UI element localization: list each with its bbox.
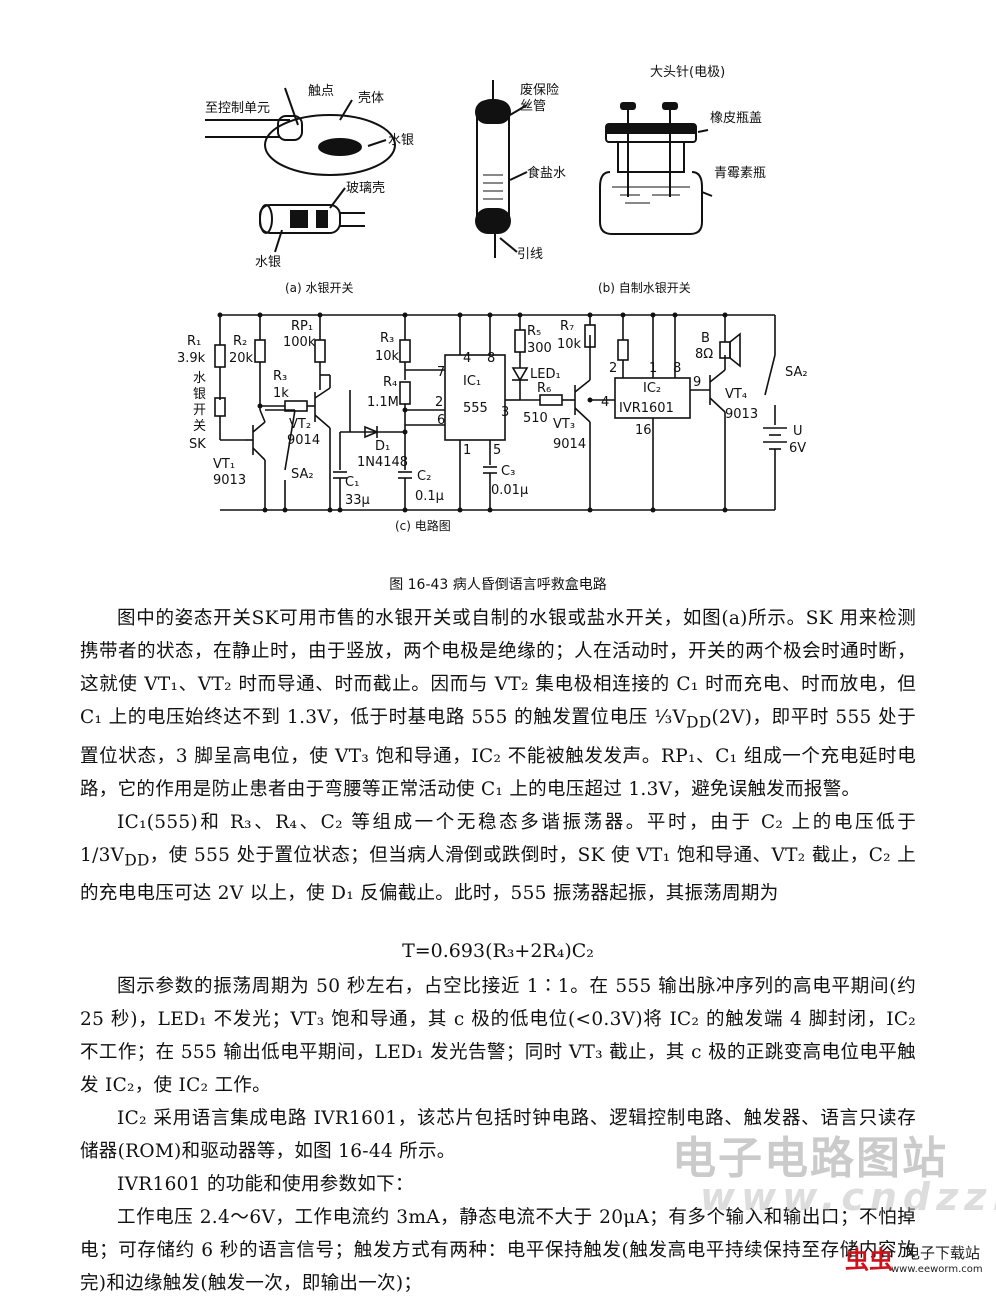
c-p3: 3 [501, 405, 509, 420]
c-B: B [701, 331, 710, 346]
c-q16: 16 [635, 423, 652, 438]
figure-tube-switch: 废保险 丝管 食盐水 引线 [475, 80, 566, 262]
oscillation-formula: T=0.693(R₃+2R₄)C₂ [402, 940, 594, 962]
label-fuse-tube-2: 丝管 [520, 99, 546, 114]
c-VT3v: 9014 [553, 437, 586, 452]
body-text-2: 图示参数的振荡周期为 50 秒左右，占空比接近 1∶1。在 555 输出脉冲序列… [80, 970, 916, 1300]
c-LED1: LED₁ [530, 367, 561, 382]
c-C3: C₃ [501, 464, 515, 479]
label-mercury-2: 水银 [255, 255, 281, 270]
c-SA2a: SA₂ [291, 467, 314, 482]
c-IC2: IC₂ [643, 381, 661, 396]
label-pin: 大头针(电极) [650, 65, 725, 80]
label-bottle: 青霉素瓶 [714, 166, 766, 181]
c-p8: 8 [487, 351, 495, 366]
paragraph-5: IVR1601 的功能和使用参数如下： [117, 1174, 414, 1195]
c-R3a: R₃ [273, 369, 287, 384]
c-VT1: VT₁ [213, 457, 235, 472]
c-RP1v: 100k [283, 335, 316, 350]
c-q2: 2 [609, 361, 617, 376]
figure-a-mercury-switch: 至控制单元 触点 壳体 水银 玻璃壳 水银 (a) 水银开关 [205, 84, 414, 295]
c-RP1: RP₁ [291, 319, 313, 334]
watermark-url: www.cndzz.com [700, 1175, 996, 1219]
label-rubber-cap: 橡皮瓶盖 [710, 111, 762, 126]
c-D1v: 1N4148 [357, 455, 408, 470]
c-R7: R₇ [560, 319, 574, 334]
c-VT4: VT₄ [725, 387, 747, 402]
label-glass-shell: 玻璃壳 [346, 181, 385, 196]
c-p5: 5 [493, 443, 501, 458]
c-C2: C₂ [417, 469, 431, 484]
c-q9: 9 [693, 375, 701, 390]
c-VT2: VT₂ [289, 417, 311, 432]
c-Uv: 6V [789, 441, 806, 456]
c-SA2b: SA₂ [785, 365, 808, 380]
c-C2v: 0.1μ [415, 489, 444, 504]
c-IC1v: 555 [463, 401, 488, 416]
c-p7: 7 [437, 365, 445, 380]
c-q8: 8 [673, 361, 681, 376]
c-R2: R₂ [233, 334, 247, 349]
watermark-site: 电子电路图站 [672, 1133, 948, 1184]
c-p6: 6 [437, 413, 445, 428]
c-C1v: 33μ [345, 493, 370, 508]
c-p2: 2 [435, 395, 443, 410]
c-VT4v: 9013 [725, 407, 758, 422]
c-R6v: 510 [523, 411, 548, 426]
paragraph-3: 图示参数的振荡周期为 50 秒左右，占空比接近 1∶1。在 555 输出脉冲序列… [80, 976, 916, 1096]
label-fuse-tube-1: 废保险 [520, 82, 559, 98]
c-R3av: 1k [273, 386, 289, 401]
c-R6: R₆ [537, 381, 551, 396]
label-mercury: 水银 [388, 133, 414, 148]
paragraph-4: IC₂ 采用语言集成电路 IVR1601，该芯片包括时钟电路、逻辑控制电路、触发… [80, 1108, 916, 1162]
paragraph-1: 图中的姿态开关SK可用市售的水银开关或自制的水银或盐水开关，如图(a)所示。SK… [80, 608, 916, 800]
c-R4v: 1.1M [367, 395, 399, 410]
caption-c: (c) 电路图 [395, 518, 451, 533]
c-R3v: 10k [375, 349, 400, 364]
logo-eeworm: 虫虫 电子下载站 www.eeworm.com [845, 1240, 985, 1276]
c-SK-1: 水 [193, 371, 206, 386]
logo-url: www.eeworm.com [891, 1264, 983, 1275]
c-C3v: 0.01μ [491, 483, 528, 498]
figure-c-circuit: R₁ 3.9k 水 银 开 关 SK VT₁ 9013 R₂ 20k RP₁ 1… [177, 312, 808, 533]
figure-title: 图 16-43 病人昏倒语言呼救盒电路 [389, 577, 607, 593]
c-Bv: 8Ω [695, 347, 713, 362]
body-text: 图中的姿态开关SK可用市售的水银开关或自制的水银或盐水开关，如图(a)所示。SK… [80, 602, 916, 910]
c-SK-3: 开 [193, 403, 206, 418]
c-R2v: 20k [229, 351, 254, 366]
c-SK-5: SK [189, 437, 206, 452]
c-R4: R₄ [383, 375, 397, 390]
c-IC1: IC₁ [463, 374, 481, 389]
c-p1: 1 [463, 443, 471, 458]
c-q1: 1 [649, 361, 657, 376]
c-R1v: 3.9k [177, 351, 206, 366]
c-D1: D₁ [375, 439, 390, 454]
c-IC2v: IVR1601 [619, 401, 674, 416]
c-R3: R₃ [380, 331, 394, 346]
figure-b-selfmade-switch: 大头针(电极) 橡皮瓶盖 青霉素瓶 (b) 自制水银开关 [598, 65, 766, 295]
caption-a: (a) 水银开关 [285, 281, 354, 295]
c-R1: R₁ [187, 334, 201, 349]
c-VT1v: 9013 [213, 473, 246, 488]
c-R7v: 10k [557, 337, 582, 352]
label-contact: 触点 [308, 84, 334, 99]
caption-b: (b) 自制水银开关 [598, 281, 691, 295]
c-q4: 4 [601, 395, 609, 410]
c-VT3: VT₃ [553, 417, 575, 432]
c-R5v: 300 [527, 341, 552, 356]
c-SK-2: 银 [193, 387, 206, 402]
c-p4: 4 [463, 351, 471, 366]
logo-mark: 虫虫 [845, 1246, 893, 1274]
label-to-control: 至控制单元 [205, 101, 270, 116]
paragraph-2: IC₁(555)和 R₃、R₄、C₂ 等组成一个无稳态多谐振荡器。平时，由于 C… [80, 811, 916, 905]
c-VT2v: 9014 [287, 433, 320, 448]
c-R5: R₅ [527, 324, 541, 339]
c-SK-4: 关 [193, 419, 206, 434]
label-salt-water: 食盐水 [527, 165, 566, 181]
label-shell: 壳体 [358, 91, 384, 106]
logo-text: 电子下载站 [905, 1244, 981, 1262]
label-lead: 引线 [517, 247, 543, 262]
c-U: U [793, 424, 803, 439]
c-C1: C₁ [345, 475, 359, 490]
